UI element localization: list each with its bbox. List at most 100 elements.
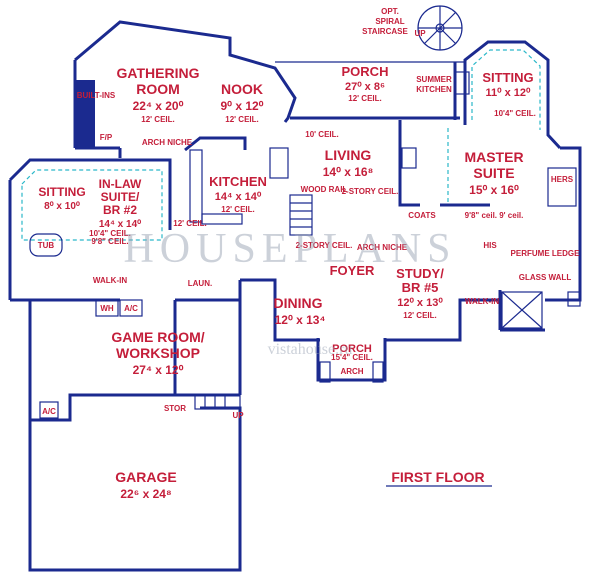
ac-label: A/C — [124, 304, 138, 313]
garage-dim: 22⁶ x 24⁸ — [120, 487, 171, 501]
inlaw-ceil: 10'4" CEIL. — [89, 229, 131, 238]
kitchen-counter-left — [189, 149, 203, 223]
perfume-ledge-label: PERFUME LEDGE — [511, 249, 581, 258]
bath-right-wall — [545, 146, 582, 302]
porch-front-ceil: 15'4" CEIL. — [331, 353, 373, 362]
dining-ceil: 2-STORY CEIL. — [296, 241, 353, 250]
wood-rail-label: WOOD RAIL — [301, 185, 348, 194]
ac-unit-garage — [39, 401, 59, 419]
inlaw-name2: SUITE/ — [101, 190, 140, 204]
wh-label: WH — [100, 304, 114, 313]
kitchen-upper-counter — [184, 136, 247, 152]
game-room-wall — [28, 300, 240, 422]
inlaw-wall — [8, 158, 172, 230]
living-name: LIVING — [325, 147, 372, 163]
glass-wall-label: GLASS WALL — [519, 273, 572, 282]
master-suite-ceil: 9'8" ceil. 9' ceil. — [465, 211, 524, 220]
inlaw-name3: BR #2 — [103, 203, 137, 217]
pantry — [269, 147, 289, 179]
inlaw-walkin: WALK-IN — [93, 276, 127, 285]
gathering-room-dim: 22⁴ x 20⁰ — [133, 99, 184, 113]
nook-dim: 9⁰ x 12⁰ — [221, 99, 264, 113]
hers-label: HERS — [551, 175, 574, 184]
his-label: HIS — [483, 241, 497, 250]
study-dim: 12⁰ x 13⁰ — [397, 297, 443, 309]
master-walkin: WALK-IN — [465, 297, 499, 306]
master-suite-name: MASTER — [464, 149, 523, 165]
kitchen-name: KITCHEN — [209, 174, 267, 189]
main-stairs — [289, 194, 313, 236]
gathering-room-ceil: 12' CEIL. — [141, 115, 174, 124]
porch-rear-name: PORCH — [342, 64, 389, 79]
kitchen-dim: 14⁴ x 14⁰ — [215, 191, 262, 203]
front-porch-wall — [316, 338, 387, 382]
staircase-up: UP — [414, 29, 426, 38]
inlaw-sitting-name: SITTING — [38, 185, 85, 199]
watermark-brand: HOUSEPLANS — [123, 226, 456, 272]
gathering-room-name: GATHERING — [117, 65, 200, 81]
summer-kitchen-1: SUMMER — [416, 75, 452, 84]
study-wall — [385, 298, 500, 342]
powder-toilet — [401, 147, 417, 169]
spiral-staircase — [417, 5, 463, 51]
tub-label: TUB — [38, 241, 55, 250]
inlaw-dim: 14⁴ x 14⁰ — [99, 219, 141, 230]
nook-name: NOOK — [221, 81, 263, 97]
water-heater — [95, 299, 119, 317]
garage-ac-label: A/C — [42, 407, 56, 416]
porch-rear-ceil: 12' CEIL. — [348, 94, 381, 103]
master-sitting-wall — [463, 40, 562, 150]
study-name1: STUDY/ — [396, 266, 444, 281]
master-suite-wall — [398, 120, 420, 207]
laundry-label: LAUN. — [188, 279, 212, 288]
hers-closet — [547, 167, 577, 207]
inlaw-name1: IN-LAW — [99, 177, 142, 191]
garage-wall — [28, 406, 242, 572]
foyer-name: FOYER — [330, 263, 375, 278]
staircase-label-1: OPT. — [381, 7, 399, 16]
staircase-label-2: SPIRAL — [375, 17, 404, 26]
ac-unit-inlaw — [119, 299, 143, 317]
summer-kitchen-unit — [454, 71, 470, 95]
study-ceil: 12' CEIL. — [403, 311, 436, 320]
gathering-room-name2: ROOM — [136, 81, 180, 97]
floor-title: FIRST FLOOR — [391, 469, 484, 485]
living-dim: 14⁰ x 16⁸ — [323, 165, 374, 179]
dining-wall — [240, 278, 320, 342]
master-sitting-ceil: 10'4" CEIL. — [494, 109, 536, 118]
foyer-arch-niche: ARCH NICHE — [357, 243, 408, 252]
living-ceil-note: 10' CEIL. — [305, 130, 338, 139]
master-suite-name2: SUITE — [473, 165, 514, 181]
garage-storage-stairs — [194, 394, 241, 410]
porch-column-right — [372, 361, 384, 383]
porch-front-name: PORCH — [332, 343, 372, 355]
toilet — [567, 291, 581, 307]
shower-glass — [501, 291, 543, 329]
master-sitting-name: SITTING — [482, 70, 533, 85]
gathering-room-wall — [74, 20, 297, 123]
nook-ceil: 12' CEIL. — [225, 115, 258, 124]
garage-name: GARAGE — [115, 469, 176, 485]
builtins-label: BUILT-INS — [77, 91, 116, 100]
fp-label: F/P — [100, 133, 113, 142]
game-room-name1: GAME ROOM/ — [111, 329, 204, 345]
storage-up: UP — [232, 411, 244, 420]
kitchen-ceil: 12' CEIL. — [221, 205, 254, 214]
coats-label: COATS — [408, 211, 436, 220]
study-name2: BR #5 — [402, 280, 439, 295]
porch-rear-dim: 27⁰ x 8⁶ — [345, 81, 385, 93]
master-suite-dim: 15⁰ x 16⁰ — [469, 183, 519, 197]
inlaw-sitting-dim: 8⁰ x 10⁰ — [44, 201, 80, 212]
storage-label: STOR — [164, 404, 186, 413]
living-ceil: 2-STORY CEIL. — [342, 187, 399, 196]
arch-label: ARCH — [340, 367, 363, 376]
staircase-label-3: STAIRCASE — [362, 27, 408, 36]
game-room-dim: 27⁴ x 12⁰ — [133, 363, 184, 377]
watermark-site: vistahouse.ru — [268, 341, 353, 358]
fireplace-block — [75, 80, 95, 148]
kitchen-counter-bottom — [201, 213, 243, 225]
arch-niche-label: ARCH NICHE — [142, 138, 193, 147]
kitchen-left-ceil: 12' CEIL. — [173, 219, 206, 228]
inlaw-ceil2: 9'8" CEIL. — [91, 237, 128, 246]
